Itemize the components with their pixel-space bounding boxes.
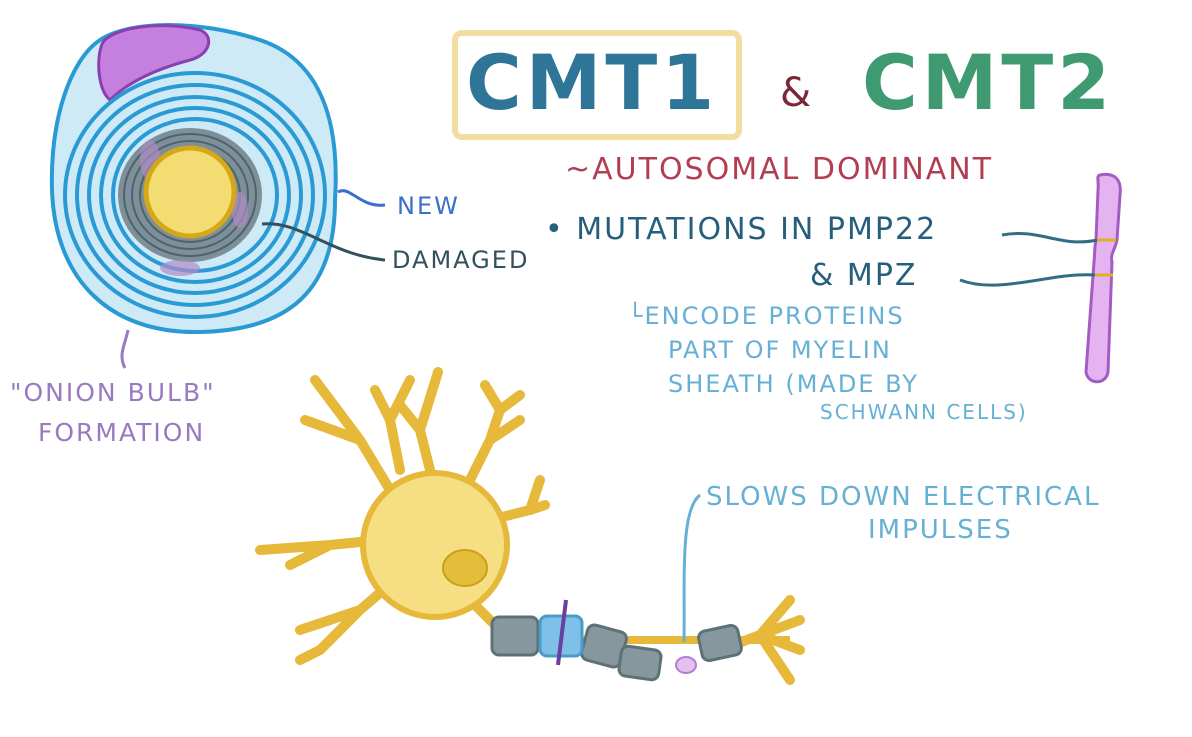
chromosome-icon (959, 172, 1122, 384)
onion-bulb-caption-2: Formation (38, 418, 206, 447)
lesion-mark (556, 599, 568, 666)
encode-line-1: └Encode Proteins (628, 302, 905, 330)
neuron-note-line1: Slows down electrical (706, 482, 1101, 512)
encode-line-3: Sheath (made by (668, 370, 919, 398)
cell-nucleus (442, 549, 488, 587)
schwann-nucleus-icon (97, 24, 211, 103)
mutations-line1: • Mutations in PMP22 (545, 212, 937, 247)
inheritance-label: ~Autosomal Dominant (565, 152, 994, 187)
onion-bulb-caption-1: "Onion Bulb" (10, 378, 216, 407)
onion-bulb-diagram (49, 23, 386, 369)
mutations-text: Mutations in PMP22 (576, 212, 938, 247)
encode-line-2: Part of Myelin (668, 336, 892, 364)
neuron-note-line2: impulses (868, 515, 1013, 545)
bullet-icon: • (545, 212, 565, 247)
title-cmt1: CMT1 (466, 38, 719, 127)
title-connector: & (780, 70, 812, 116)
neuron-diagram (255, 367, 805, 685)
label-new: New (397, 192, 460, 220)
cell-body (360, 470, 510, 620)
label-damaged: Damaged (392, 246, 530, 274)
cmt1-highlight-box (452, 30, 742, 140)
mutations-line2: & MPZ (810, 258, 918, 293)
encode-line-4: Schwann cells) (820, 400, 1028, 424)
title-cmt2: CMT2 (862, 38, 1115, 127)
axon-core (143, 145, 237, 239)
